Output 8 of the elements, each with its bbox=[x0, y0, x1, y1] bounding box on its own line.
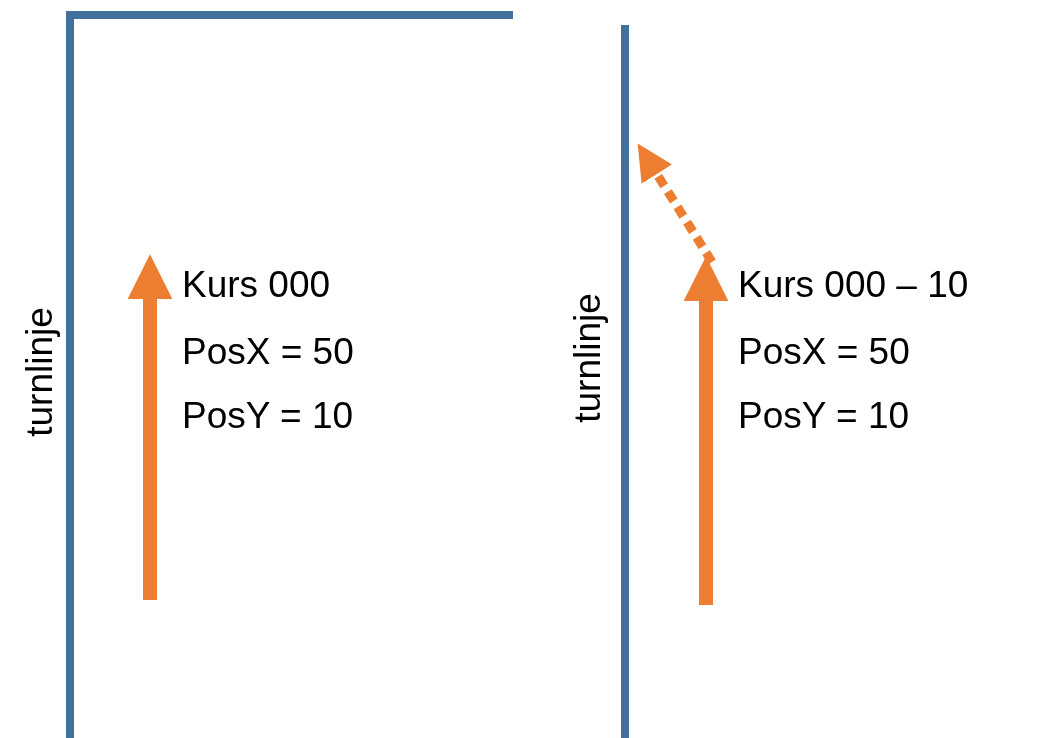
position-text: PosY = 10 bbox=[182, 394, 354, 438]
position-text: PosY = 10 bbox=[738, 394, 910, 438]
wall-label: turnlinje bbox=[566, 293, 609, 423]
wall-label: turnlinje bbox=[18, 307, 61, 437]
position-text: Kurs 000 – 10 bbox=[738, 263, 969, 307]
position-text: PosX = 50 bbox=[182, 330, 354, 374]
position-text: Kurs 000 bbox=[182, 263, 331, 307]
position-text: PosX = 50 bbox=[738, 330, 910, 374]
